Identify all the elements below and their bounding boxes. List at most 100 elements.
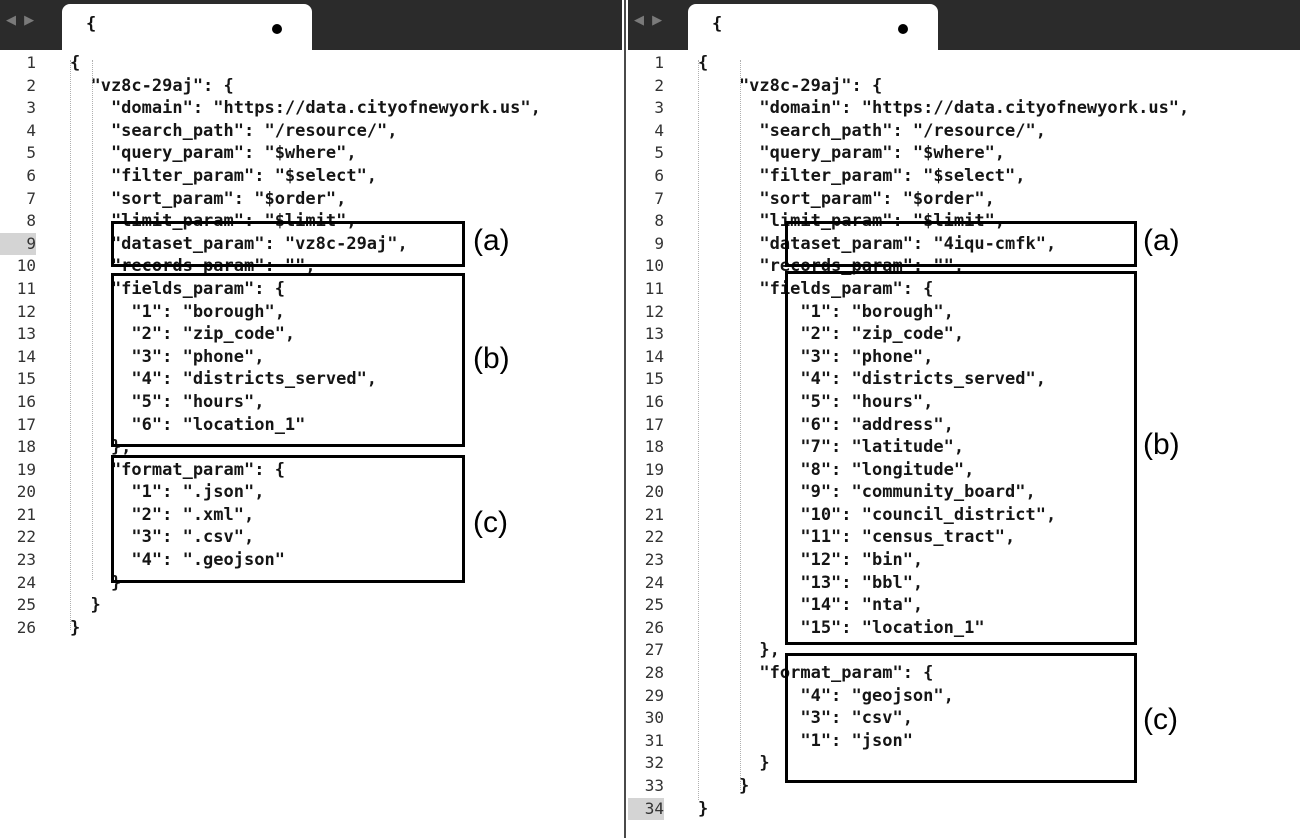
code-area[interactable]: 1{2 "vz8c-29aj": {3 "domain": "https://d… (0, 52, 622, 639)
code-text[interactable]: "format_param": { (70, 459, 285, 480)
code-line[interactable]: 32 } (628, 752, 1300, 775)
code-text[interactable]: "11": "census_tract", (698, 527, 1016, 548)
code-text[interactable]: "4": "districts_served", (70, 369, 378, 390)
code-text[interactable]: "4": "geojson", (698, 685, 954, 706)
code-text[interactable]: "search_path": "/resource/", (70, 120, 398, 141)
code-text[interactable]: "13": "bbl", (698, 572, 924, 593)
code-line[interactable]: 6 "filter_param": "$select", (0, 165, 622, 188)
code-text[interactable]: "6": "location_1" (70, 414, 306, 435)
code-line[interactable]: 9 "dataset_param": "4iqu-cmfk", (628, 233, 1300, 256)
code-text[interactable]: "2": "zip_code", (70, 324, 296, 345)
code-line[interactable]: 26 "15": "location_1" (628, 617, 1300, 640)
code-line[interactable]: 14 "3": "phone", (0, 346, 622, 369)
code-line[interactable]: 12 "1": "borough", (0, 301, 622, 324)
code-text[interactable]: "5": "hours", (698, 391, 934, 412)
code-text[interactable]: "4": "districts_served", (698, 369, 1046, 390)
code-text[interactable]: "fields_param": { (698, 278, 934, 299)
code-text[interactable]: { (70, 53, 81, 73)
chevron-left-icon[interactable]: ◀ (634, 13, 646, 28)
code-line[interactable]: 20 "1": ".json", (0, 481, 622, 504)
code-line[interactable]: 28 "format_param": { (628, 662, 1300, 685)
code-line[interactable]: 3 "domain": "https://data.cityofnewyork.… (628, 97, 1300, 120)
code-line[interactable]: 29 "4": "geojson", (628, 685, 1300, 708)
code-text[interactable]: "dataset_param": "4iqu-cmfk", (698, 233, 1057, 254)
file-tab[interactable]: { (62, 4, 312, 50)
code-line[interactable]: 1{ (628, 52, 1300, 75)
code-line[interactable]: 2 "vz8c-29aj": { (0, 75, 622, 98)
code-text[interactable]: "7": "latitude", (698, 437, 965, 458)
code-text[interactable]: "2": ".xml", (70, 504, 255, 525)
code-line[interactable]: 7 "sort_param": "$order", (0, 188, 622, 211)
code-text[interactable]: "filter_param": "$select", (698, 165, 1026, 186)
code-text[interactable]: }, (698, 640, 780, 661)
code-line[interactable]: 5 "query_param": "$where", (628, 142, 1300, 165)
code-text[interactable]: } (70, 617, 81, 638)
code-line[interactable]: 30 "3": "csv", (628, 707, 1300, 730)
code-line[interactable]: 34} (628, 797, 1300, 821)
code-text[interactable]: "1": ".json", (70, 482, 265, 503)
code-text[interactable]: "15": "location_1" (698, 617, 985, 638)
pane-divider[interactable] (622, 0, 628, 838)
code-line[interactable]: 27 }, (628, 639, 1300, 662)
code-line[interactable]: 17 "6": "location_1" (0, 414, 622, 437)
code-line[interactable]: 1{ (0, 52, 622, 75)
code-text[interactable]: } (698, 776, 750, 796)
chevron-right-icon[interactable]: ▶ (652, 13, 665, 28)
code-line[interactable]: 4 "search_path": "/resource/", (628, 120, 1300, 143)
code-line[interactable]: 22 "11": "census_tract", (628, 526, 1300, 549)
code-line[interactable]: 2 "vz8c-29aj": { (628, 75, 1300, 98)
code-line[interactable]: 24 "13": "bbl", (628, 572, 1300, 595)
code-line[interactable]: 25 "14": "nta", (628, 594, 1300, 617)
code-text[interactable]: "domain": "https://data.cityofnewyork.us… (698, 98, 1190, 119)
code-text[interactable]: "vz8c-29aj": { (70, 75, 234, 96)
code-text[interactable]: "3": "phone", (698, 346, 934, 367)
code-text[interactable]: "4": ".geojson" (70, 550, 285, 571)
code-line[interactable]: 12 "1": "borough", (628, 301, 1300, 324)
code-text[interactable]: "3": "phone", (70, 346, 265, 367)
code-line[interactable]: 9 "dataset_param": "vz8c-29aj", (0, 232, 622, 256)
code-line[interactable]: 16 "5": "hours", (628, 391, 1300, 414)
code-text[interactable]: { (698, 53, 709, 73)
code-line[interactable]: 11 "fields_param": { (0, 278, 622, 301)
code-line[interactable]: 21 "2": ".xml", (0, 504, 622, 527)
code-line[interactable]: 15 "4": "districts_served", (0, 368, 622, 391)
chevron-left-icon[interactable]: ◀ (6, 13, 18, 28)
code-text[interactable]: "2": "zip_code", (698, 324, 965, 345)
code-text[interactable]: "query_param": "$where", (698, 143, 1006, 164)
code-text[interactable]: } (698, 753, 770, 774)
code-text[interactable]: "5": "hours", (70, 391, 265, 412)
code-text[interactable]: "6": "address", (698, 414, 954, 435)
code-text[interactable]: "vz8c-29aj": { (698, 75, 883, 96)
code-text[interactable]: "fields_param": { (70, 278, 285, 299)
code-text[interactable]: "sort_param": "$order", (698, 188, 995, 209)
code-line[interactable]: 15 "4": "districts_served", (628, 368, 1300, 391)
code-line[interactable]: 11 "fields_param": { (628, 278, 1300, 301)
code-line[interactable]: 13 "2": "zip_code", (628, 323, 1300, 346)
unsaved-dot-icon[interactable] (898, 24, 908, 34)
code-line[interactable]: 5 "query_param": "$where", (0, 142, 622, 165)
chevron-right-icon[interactable]: ▶ (24, 13, 37, 28)
code-line[interactable]: 20 "9": "community_board", (628, 481, 1300, 504)
code-text[interactable]: "12": "bin", (698, 550, 924, 571)
code-text[interactable]: "query_param": "$where", (70, 143, 357, 164)
code-text[interactable]: "format_param": { (698, 663, 934, 684)
code-text[interactable]: "dataset_param": "vz8c-29aj", (70, 233, 408, 254)
code-text[interactable]: "1": "borough", (70, 301, 285, 322)
code-line[interactable]: 14 "3": "phone", (628, 346, 1300, 369)
code-text[interactable]: "8": "longitude", (698, 459, 975, 480)
code-text[interactable]: }, (70, 437, 132, 458)
code-line[interactable]: 16 "5": "hours", (0, 391, 622, 414)
code-text[interactable]: "filter_param": "$select", (70, 165, 378, 186)
code-line[interactable]: 6 "filter_param": "$select", (628, 165, 1300, 188)
code-line[interactable]: 18 "7": "latitude", (628, 436, 1300, 459)
code-text[interactable]: } (698, 798, 709, 819)
code-text[interactable]: } (70, 595, 101, 616)
code-text[interactable]: "14": "nta", (698, 595, 924, 616)
code-line[interactable]: 4 "search_path": "/resource/", (0, 120, 622, 143)
code-text[interactable]: "domain": "https://data.cityofnewyork.us… (70, 98, 541, 119)
code-text[interactable]: "sort_param": "$order", (70, 188, 347, 209)
code-line[interactable]: 23 "4": ".geojson" (0, 549, 622, 572)
code-line[interactable]: 25 } (0, 594, 622, 617)
code-text[interactable]: "search_path": "/resource/", (698, 120, 1046, 141)
code-line[interactable]: 26} (0, 617, 622, 640)
